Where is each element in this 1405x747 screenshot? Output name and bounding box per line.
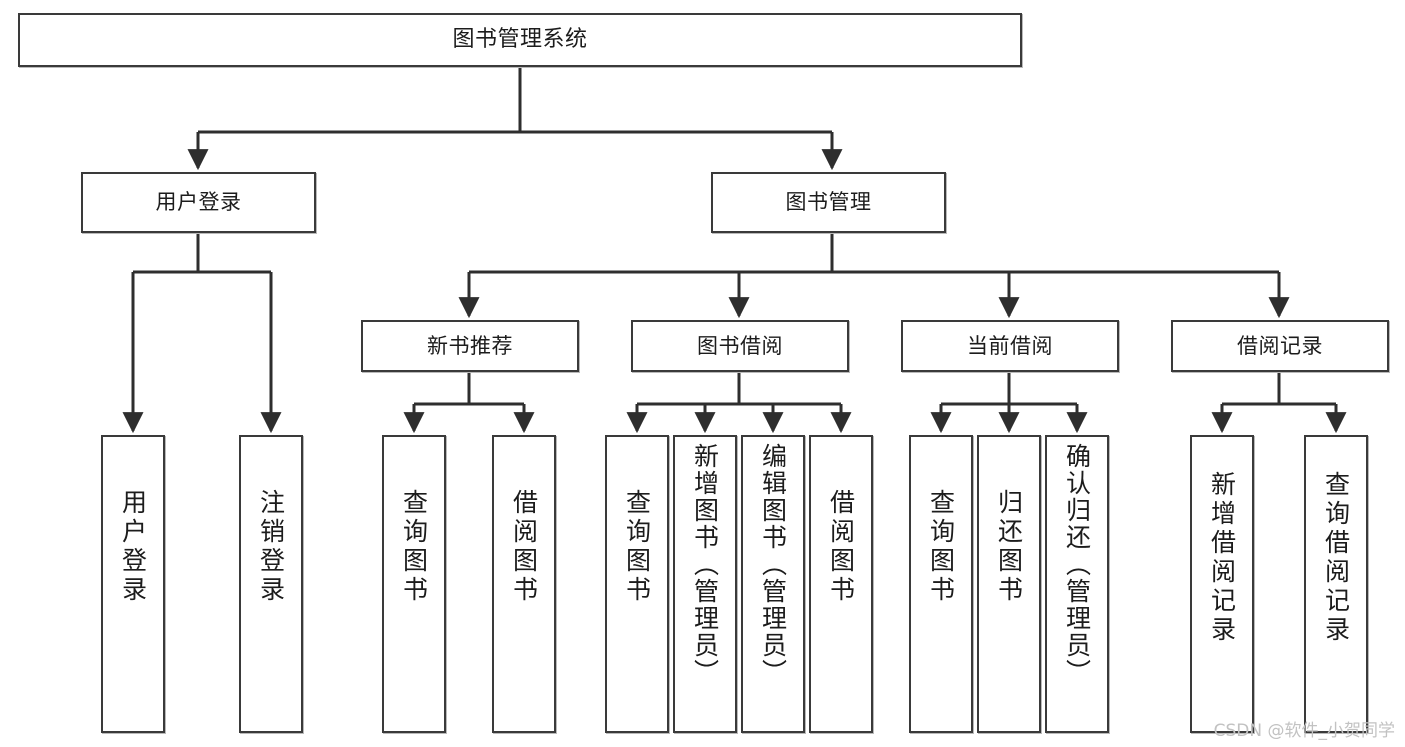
node-label: 图书管理 — [785, 190, 872, 215]
leaf-current-query-book[interactable]: 查询图书 — [909, 435, 973, 733]
node-new-book-recommend[interactable]: 新书推荐 — [361, 320, 579, 372]
node-label: 用户登录 — [118, 489, 148, 605]
leaf-current-return-book[interactable]: 归还图书 — [977, 435, 1041, 733]
leaf-record-query-record[interactable]: 查询借阅记录 — [1304, 435, 1368, 733]
csdn-watermark: CSDN @软件_小贺同学 — [1213, 721, 1395, 741]
leaf-borrow-add-book-admin[interactable]: 新增图书（管理员） — [673, 435, 737, 733]
leaf-record-add-record[interactable]: 新增借阅记录 — [1190, 435, 1254, 733]
node-label: 查询图书 — [622, 489, 652, 605]
node-label: 借阅记录 — [1237, 333, 1323, 358]
leaf-borrow-query-book[interactable]: 查询图书 — [605, 435, 669, 733]
node-label: 图书管理系统 — [452, 27, 588, 53]
leaf-user-login-logout[interactable]: 注销登录 — [239, 435, 303, 733]
node-current-borrow[interactable]: 当前借阅 — [901, 320, 1119, 372]
node-label: 新增借阅记录 — [1207, 471, 1237, 645]
node-label: 借阅图书 — [826, 489, 856, 605]
node-label: 编辑图书（管理员） — [758, 443, 788, 686]
leaf-new-book-query[interactable]: 查询图书 — [382, 435, 446, 733]
node-root-system[interactable]: 图书管理系统 — [18, 13, 1022, 67]
node-label: 归还图书 — [994, 489, 1024, 605]
leaf-borrow-edit-book-admin[interactable]: 编辑图书（管理员） — [741, 435, 805, 733]
node-label: 查询借阅记录 — [1321, 471, 1351, 645]
leaf-new-book-borrow[interactable]: 借阅图书 — [492, 435, 556, 733]
node-user-login[interactable]: 用户登录 — [81, 172, 316, 233]
leaf-current-confirm-return-admin[interactable]: 确认归还（管理员） — [1045, 435, 1109, 733]
node-label: 确认归还（管理员） — [1062, 443, 1092, 686]
node-label: 新书推荐 — [427, 333, 513, 358]
node-label: 借阅图书 — [509, 489, 539, 605]
node-label: 用户登录 — [155, 190, 242, 215]
node-label: 查询图书 — [926, 489, 956, 605]
node-label: 当前借阅 — [967, 333, 1053, 358]
node-label: 图书借阅 — [697, 333, 783, 358]
node-borrow-record[interactable]: 借阅记录 — [1171, 320, 1389, 372]
node-label: 查询图书 — [399, 489, 429, 605]
node-book-management[interactable]: 图书管理 — [711, 172, 946, 233]
node-book-borrow[interactable]: 图书借阅 — [631, 320, 849, 372]
leaf-borrow-borrow-book[interactable]: 借阅图书 — [809, 435, 873, 733]
node-label: 注销登录 — [256, 489, 286, 605]
node-label: 新增图书（管理员） — [690, 443, 720, 686]
leaf-user-login-login[interactable]: 用户登录 — [101, 435, 165, 733]
